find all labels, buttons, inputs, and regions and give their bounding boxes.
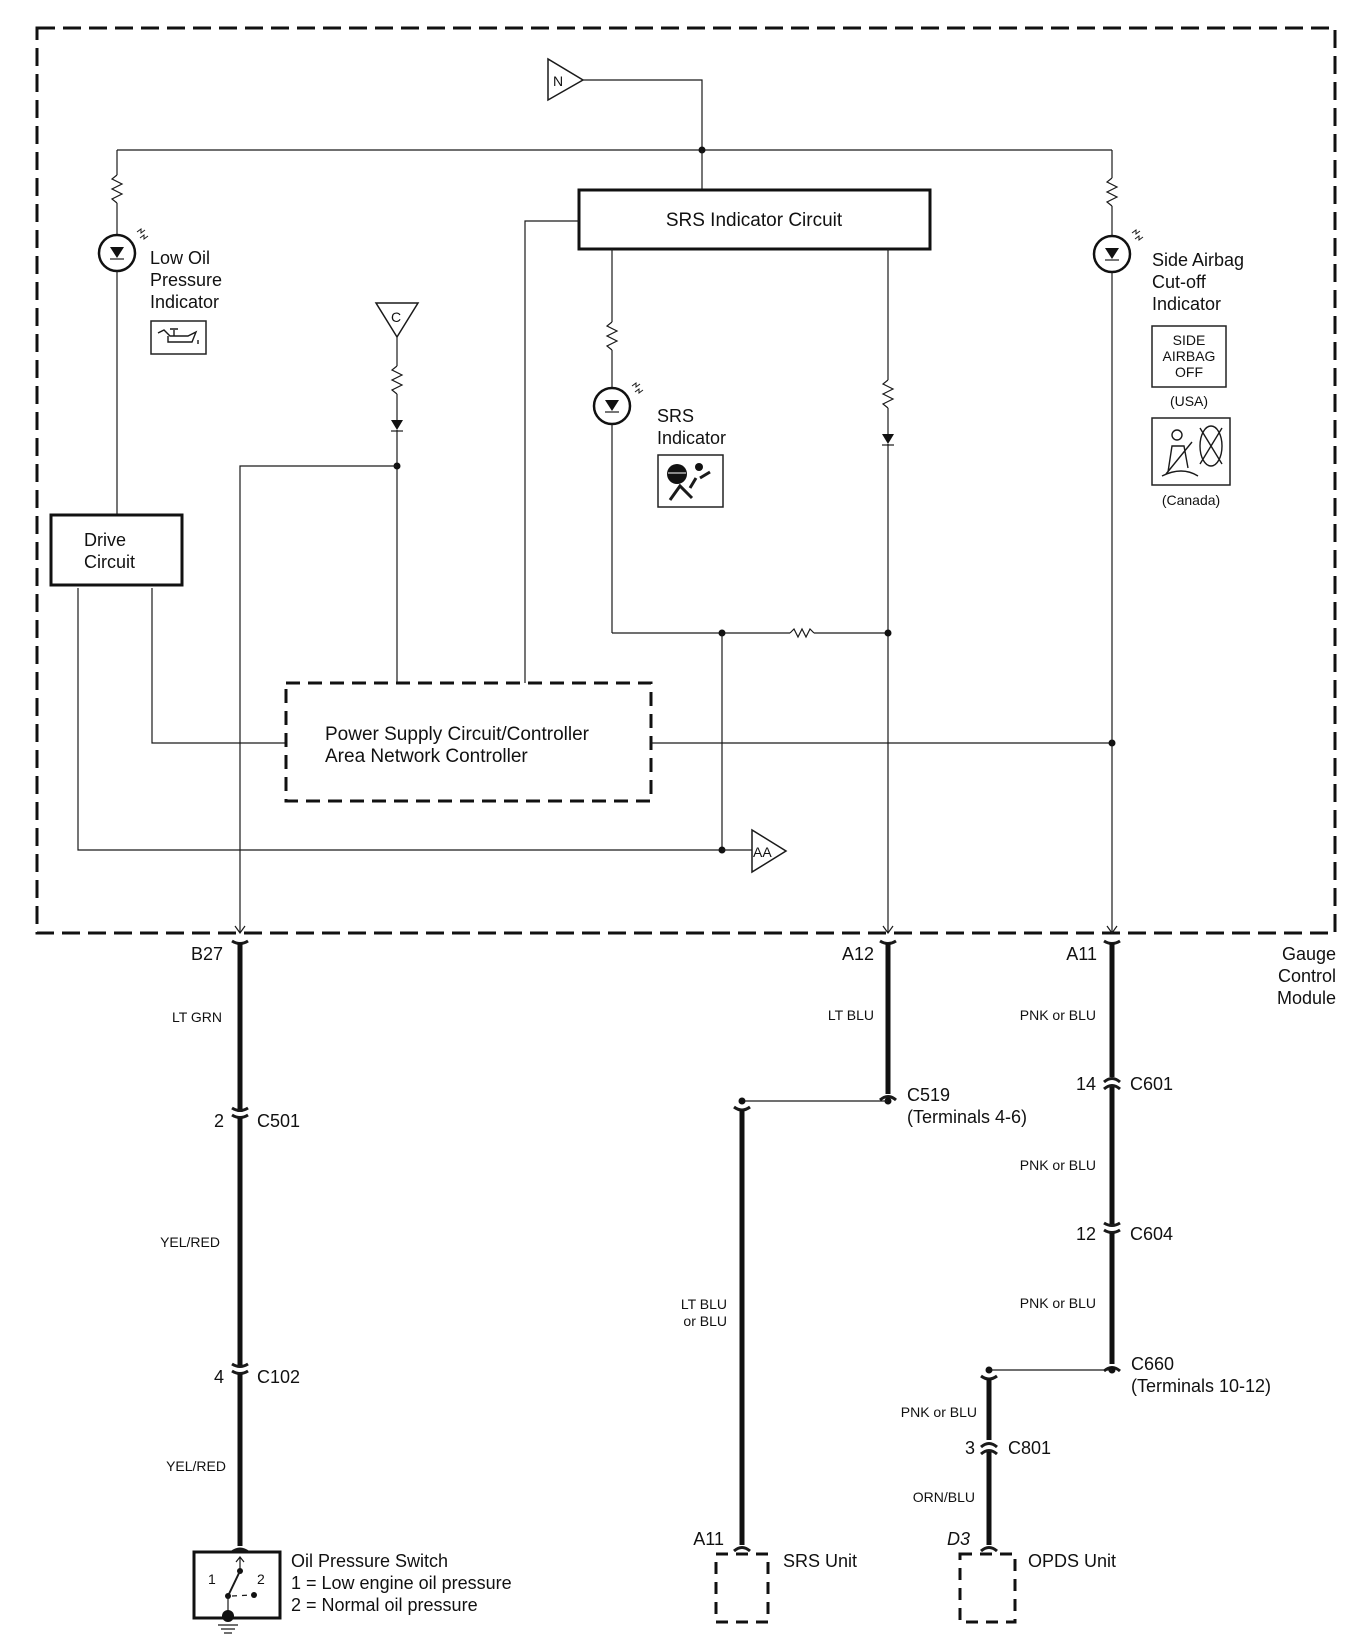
connector-c501: C501 <box>257 1111 300 1131</box>
wire-color-yel-red-1: YEL/RED <box>160 1234 220 1250</box>
usa-label: (USA) <box>1170 393 1208 409</box>
wire-color-pnk-or-blu-4: PNK or BLU <box>901 1404 977 1420</box>
wire-color-pnk-or-blu-1: PNK or BLU <box>1020 1007 1096 1023</box>
oil-pressure-switch-desc-2: 2 = Normal oil pressure <box>291 1595 478 1615</box>
side-airbag-off-usa-icon: SIDE AIRBAG OFF <box>1151 325 1227 388</box>
wire-color-pnk-or-blu-3: PNK or BLU <box>1020 1295 1096 1311</box>
resistor-icon <box>605 321 619 351</box>
c601-pin: 14 <box>1076 1074 1096 1094</box>
srs-indicator-label-1: SRS <box>657 406 694 426</box>
wire-color-lt-blu: LT BLU <box>828 1007 874 1023</box>
drive-circuit-label-2: Circuit <box>84 552 135 572</box>
low-oil-branch: Low Oil Pressure Indicator <box>97 150 222 515</box>
wire-color-lt-blu-or-blu-1: LT BLU <box>681 1296 727 1312</box>
gauge-control-module-boundary <box>35 26 1337 935</box>
opds-unit-pin: D3 <box>947 1529 970 1549</box>
c801-pin: 3 <box>965 1438 975 1458</box>
drive-circuit-block: Drive Circuit <box>49 513 184 587</box>
srs-indicator-branch: SRS Indicator <box>592 249 726 633</box>
oil-can-icon <box>150 320 207 355</box>
switch-position-2: 2 <box>257 1571 265 1587</box>
c660-terminals: (Terminals 10-12) <box>1131 1376 1271 1396</box>
usa-icon-text-3: OFF <box>1175 364 1203 380</box>
wire-color-orn-blu: ORN/BLU <box>913 1489 975 1505</box>
low-oil-label-3: Indicator <box>150 292 219 312</box>
module-label-3: Module <box>1277 988 1336 1008</box>
a12-branch <box>881 249 895 935</box>
srs-indicator-label-2: Indicator <box>657 428 726 448</box>
drive-circuit-label-1: Drive <box>84 530 126 550</box>
connector-aa-label: AA <box>753 844 772 860</box>
terminal-b27: B27 <box>191 944 223 964</box>
wire-color-lt-blu-or-blu-2: or BLU <box>683 1313 727 1329</box>
connector-aa: AA <box>751 828 788 874</box>
resistor-icon <box>110 174 124 204</box>
wire-color-lt-grn: LT GRN <box>172 1009 222 1025</box>
side-airbag-label-3: Indicator <box>1152 294 1221 314</box>
resistor-icon <box>789 627 815 639</box>
c102-pin: 4 <box>214 1367 224 1387</box>
low-oil-label-2: Pressure <box>150 270 222 290</box>
power-supply-label-1: Power Supply Circuit/Controller <box>325 724 590 745</box>
lamp-side-airbag-icon <box>1092 229 1144 274</box>
canada-label: (Canada) <box>1162 492 1220 508</box>
wire-color-pnk-or-blu-2: PNK or BLU <box>1020 1157 1096 1173</box>
resistor-icon <box>390 365 404 395</box>
terminal-a11: A11 <box>1066 944 1097 964</box>
opds-unit-circuit: A11 PNK or BLU 14 C601 PNK or BLU 12 C60… <box>901 939 1271 1624</box>
low-oil-label-1: Low Oil <box>150 248 210 268</box>
diode-icon <box>391 420 403 430</box>
srs-unit-circuit: A12 LT BLU C519 (Terminals 4-6) LT BLU o… <box>681 939 1027 1624</box>
connector-c601: C601 <box>1130 1074 1173 1094</box>
module-label-1: Gauge <box>1282 944 1336 964</box>
connector-c: C <box>374 302 420 683</box>
connector-n: N <box>547 57 703 150</box>
connector-c102: C102 <box>257 1367 300 1387</box>
c501-pin: 2 <box>214 1111 224 1131</box>
module-label-2: Control <box>1278 966 1336 986</box>
side-airbag-label-2: Cut-off <box>1152 272 1207 292</box>
opds-unit-label: OPDS Unit <box>1028 1551 1116 1571</box>
power-supply-can-block: Power Supply Circuit/Controller Area Net… <box>284 681 653 803</box>
usa-icon-text-2: AIRBAG <box>1163 348 1216 364</box>
srs-indicator-circuit-block: SRS Indicator Circuit <box>577 188 932 251</box>
connector-c801: C801 <box>1008 1438 1051 1458</box>
c519-terminals: (Terminals 4-6) <box>907 1107 1027 1127</box>
oil-pressure-circuit: B27 LT GRN 2 C501 YEL/RED 4 C102 YEL/RED… <box>160 939 512 1634</box>
seat-passenger-off-icon <box>1151 417 1231 486</box>
usa-icon-text-1: SIDE <box>1173 332 1206 348</box>
connector-n-label: N <box>553 73 563 89</box>
diode-icon <box>882 434 894 444</box>
oil-pressure-switch-icon: 1 2 <box>192 1550 282 1634</box>
wire-color-yel-red-2: YEL/RED <box>166 1458 226 1474</box>
resistor-icon <box>881 379 895 409</box>
opds-unit-box <box>958 1552 1017 1624</box>
airbag-icon <box>657 454 724 508</box>
connector-c-label: C <box>391 309 401 325</box>
lamp-low-oil-icon <box>97 228 149 273</box>
connector-c604: C604 <box>1130 1224 1173 1244</box>
c604-pin: 12 <box>1076 1224 1096 1244</box>
connector-c660: C660 <box>1131 1354 1174 1374</box>
side-airbag-branch: Side Airbag Cut-off Indicator SIDE AIRBA… <box>1092 150 1244 935</box>
srs-unit-pin: A11 <box>693 1529 724 1549</box>
switch-position-1: 1 <box>208 1571 216 1587</box>
connector-c519: C519 <box>907 1085 950 1105</box>
terminal-a12: A12 <box>842 944 874 964</box>
power-supply-label-2: Area Network Controller <box>325 746 528 767</box>
srs-unit-box <box>714 1552 770 1624</box>
srs-indicator-circuit-label: SRS Indicator Circuit <box>666 210 843 231</box>
side-airbag-label-1: Side Airbag <box>1152 250 1244 270</box>
oil-pressure-switch-title: Oil Pressure Switch <box>291 1551 448 1571</box>
oil-pressure-switch-desc-1: 1 = Low engine oil pressure <box>291 1573 512 1593</box>
srs-unit-label: SRS Unit <box>783 1551 857 1571</box>
lamp-srs-icon <box>592 382 644 426</box>
resistor-icon <box>1105 177 1119 207</box>
